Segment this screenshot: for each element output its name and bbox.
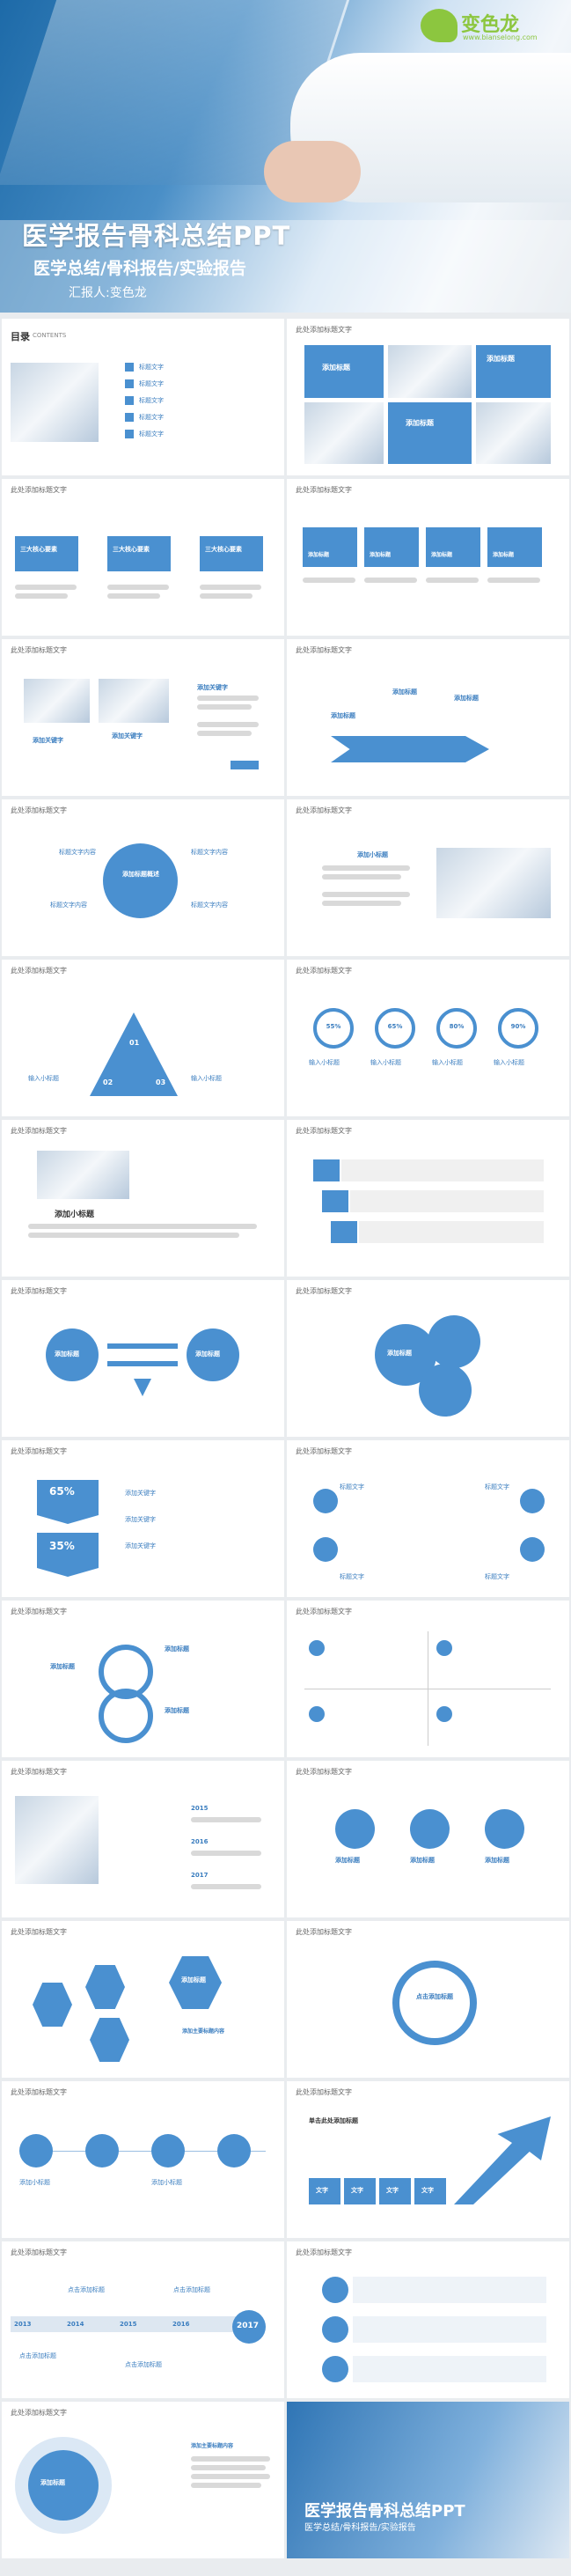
slide-8: 此处添加标题文字 添加小标题: [287, 799, 569, 956]
slide-21: 此处添加标题文字 添加标题 添加主要标题内容: [2, 1921, 284, 2078]
rising-arrow: [454, 2116, 551, 2204]
toc-list: 标题文字 标题文字 标题文字 标题文字 标题文字: [125, 358, 164, 442]
slide-26: 此处添加标题文字: [287, 2241, 569, 2398]
chameleon-icon: [421, 9, 458, 42]
slide-7: 此处添加标题文字 添加标题概述 标题文字内容 标题文字内容 标题文字内容 标题文…: [2, 799, 284, 956]
slide-12: 此处添加标题文字: [287, 1120, 569, 1277]
gear-icon: [313, 1489, 338, 1513]
cover-presenter: 汇报人:变色龙: [69, 286, 147, 300]
final-title: 医学报告骨科总结PPT: [304, 2502, 465, 2521]
slide-17: 此处添加标题文字 添加标题 添加标题 添加标题: [2, 1601, 284, 1757]
slide-14: 此处添加标题文字 添加标题: [287, 1280, 569, 1437]
slide-toc: 目录 CONTENTS 标题文字 标题文字 标题文字 标题文字 标题文字: [2, 319, 284, 475]
slide-23: 此处添加标题文字 添加小标题 添加小标题: [2, 2081, 284, 2238]
cover-subtitle: 医学总结/骨科报告/实验报告: [33, 259, 246, 278]
chart-icon: [313, 1537, 338, 1562]
final-subtitle: 医学总结/骨科报告/实验报告: [304, 2523, 416, 2533]
slide-16: 此处添加标题文字 标题文字 标题文字 标题文字 标题文字: [287, 1440, 569, 1597]
slide-19: 此处添加标题文字 2015 2016 2017: [2, 1761, 284, 1917]
cover-title: 医学报告骨科总结PPT: [22, 221, 291, 251]
slide-5: 此处添加标题文字 添加关键字 添加关键字 添加关键字: [2, 639, 284, 796]
slide-24: 此处添加标题文字 单击此处添加标题 文字 文字 文字 文字: [287, 2081, 569, 2238]
slide-3: 此处添加标题文字 三大核心要素 三大核心要素 三大核心要素: [2, 479, 284, 636]
microscope-photo: [11, 363, 99, 442]
slide-2: 此处添加标题文字 添加标题 添加标题 添加标题: [287, 319, 569, 475]
doctor-hand: [264, 141, 361, 202]
slide-22: 此处添加标题文字 点击添加标题: [287, 1921, 569, 2078]
brand-logo: 变色龙 www.bianselong.com: [421, 7, 561, 46]
slide-11: 此处添加标题文字 添加小标题: [2, 1120, 284, 1277]
slide-13: 此处添加标题文字 添加标题 添加标题: [2, 1280, 284, 1437]
slide-4: 此处添加标题文字 添加标题 添加标题 添加标题 添加标题: [287, 479, 569, 636]
slide-10-percents: 此处添加标题文字 55% 65% 80% 90% 输入小标题 输入小标题 输入小…: [287, 960, 569, 1116]
slide-6: 此处添加标题文字 添加标题 添加标题 添加标题: [287, 639, 569, 796]
doc-icon: [520, 1489, 545, 1513]
slide-15: 此处添加标题文字 65% 35% 添加关键字 添加关键字 添加关键字: [2, 1440, 284, 1597]
slide-9: 此处添加标题文字 01 02 03 输入小标题 输入小标题: [2, 960, 284, 1116]
slide-20: 此处添加标题文字 添加标题 添加标题 添加标题: [287, 1761, 569, 1917]
slide-final: 医学报告骨科总结PPT 医学总结/骨科报告/实验报告: [287, 2402, 569, 2558]
slide-27: 此处添加标题文字 添加标题 添加主要标题内容: [2, 2402, 284, 2558]
question-icon: [520, 1537, 545, 1562]
cover-slide: 医学报告骨科总结PPT 医学总结/骨科报告/实验报告 汇报人:变色龙 变色龙 w…: [0, 0, 571, 313]
slide-18: 此处添加标题文字: [287, 1601, 569, 1757]
slide-25-timeline: 此处添加标题文字 2013 2014 2015 2016 2017 点击添加标题…: [2, 2241, 284, 2398]
